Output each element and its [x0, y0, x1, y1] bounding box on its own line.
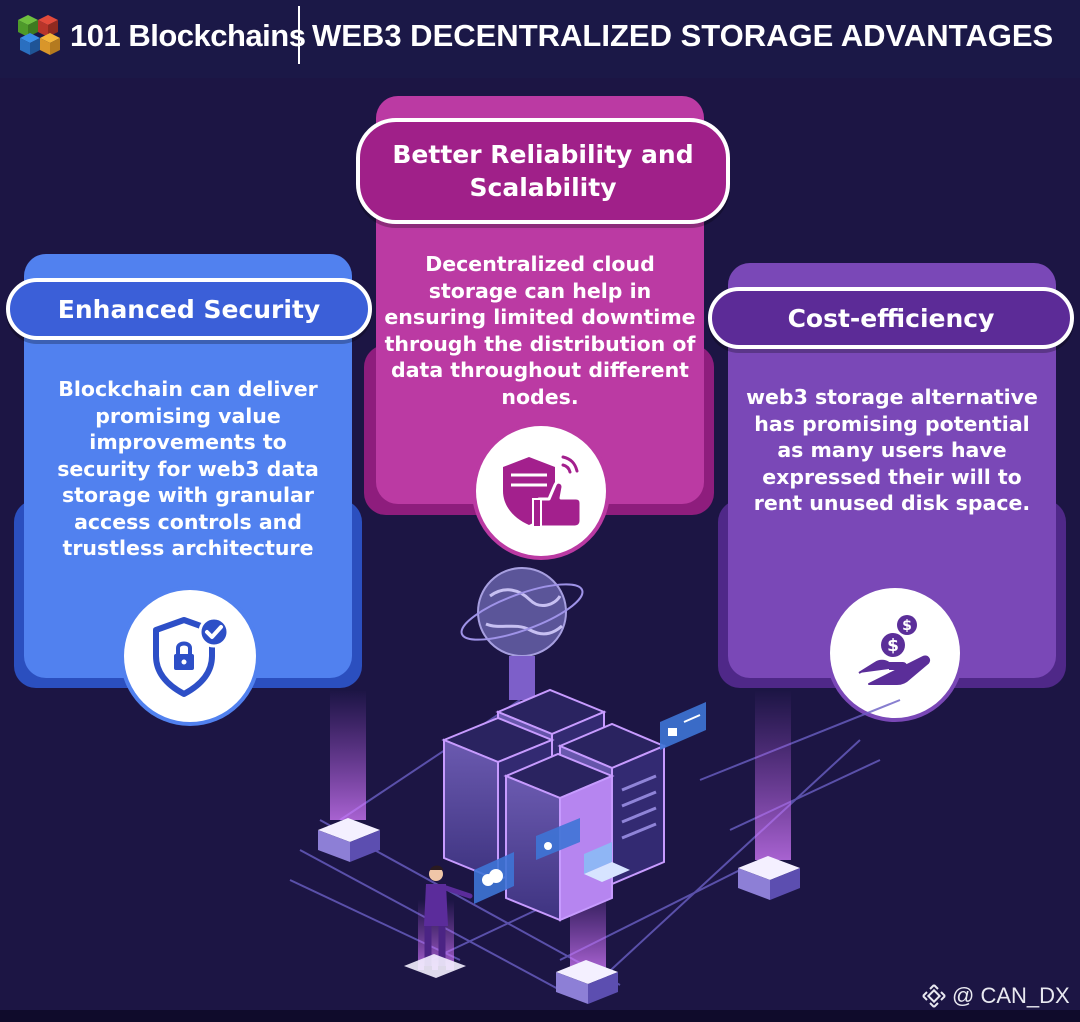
laptop-icon: [584, 842, 630, 882]
pedestal: [738, 856, 800, 900]
binance-diamond-icon: [922, 984, 946, 1008]
brand-name: 101 Blockchains: [70, 18, 306, 53]
pedestal: [556, 960, 618, 1004]
card-security-icon-circle: [124, 590, 256, 722]
server-illustration: [289, 567, 901, 1004]
shield-lock-check-icon: [153, 616, 230, 697]
key-panel: [536, 818, 580, 860]
header: 101 Blockchains WEB3 DECENTRALIZED STORA…: [0, 0, 1080, 78]
card-security-title: Enhanced Security: [6, 278, 372, 340]
card-security-text: Blockchain can deliver promising value i…: [57, 377, 319, 560]
hand-coins-icon: $ $: [858, 615, 931, 685]
lock-panel: [660, 702, 706, 750]
globe-icon: [460, 567, 584, 700]
card-cost-title: Cost-efficiency: [708, 287, 1074, 349]
shield-thumbs-up-icon: [503, 455, 583, 529]
server-rack: [503, 752, 615, 922]
header-divider: [298, 6, 300, 64]
pedestal: [318, 818, 380, 862]
card-cost-icon-circle: $ $: [830, 588, 960, 718]
bottom-strip: [0, 1010, 1080, 1022]
card-cost-text: web3 storage alternative has promising p…: [746, 385, 1038, 515]
light-beam: [330, 690, 366, 820]
person-figure: [404, 865, 473, 978]
card-reliability-text: Decentralized cloud storage can help in …: [384, 252, 696, 409]
watermark: @ CAN_DX: [922, 982, 1070, 1010]
svg-text:$: $: [887, 636, 899, 656]
svg-text:$: $: [902, 618, 912, 634]
light-beam: [755, 690, 791, 860]
card-reliability-icon-circle: [476, 426, 606, 556]
card-reliability-title: Better Reliability and Scalability: [356, 118, 730, 224]
watermark-text: @ CAN_DX: [952, 983, 1070, 1008]
cloud-panel: [474, 852, 514, 904]
page-title: WEB3 DECENTRALIZED STORAGE ADVANTAGES: [312, 18, 1054, 53]
logo-cubes-icon: [18, 15, 60, 55]
